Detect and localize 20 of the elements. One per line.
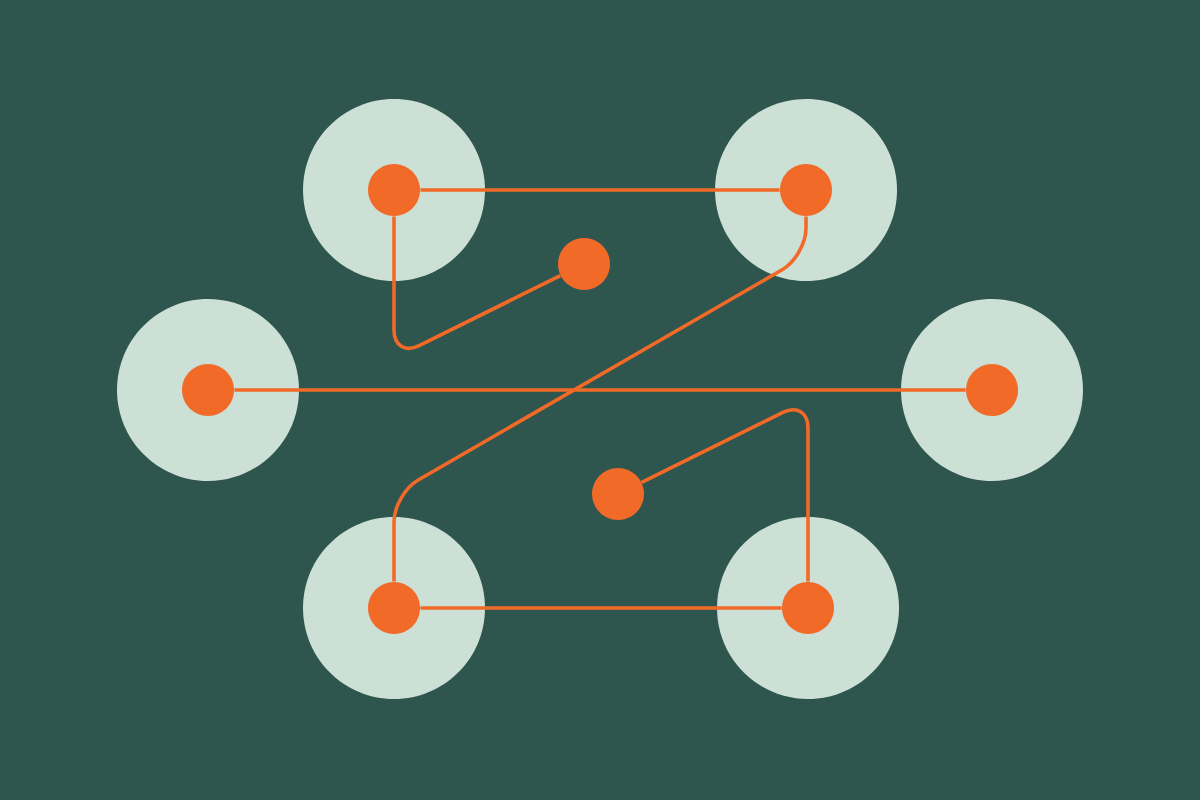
dot: [780, 164, 832, 216]
dot: [182, 364, 234, 416]
circle-disc: [303, 99, 485, 281]
connector-line: [392, 216, 808, 582]
circle-disc: [715, 99, 897, 281]
connector-line: [420, 188, 780, 192]
dot: [592, 468, 644, 520]
circle-disc: [117, 299, 299, 481]
connector-line: [234, 388, 966, 392]
connector-line: [420, 606, 782, 610]
circle-disc: [901, 299, 1083, 481]
connector-line: [392, 216, 562, 350]
dot: [558, 238, 610, 290]
circle-disc: [303, 517, 485, 699]
dot: [368, 164, 420, 216]
circle-disc: [717, 517, 899, 699]
connector-line: [640, 408, 810, 582]
dot: [368, 582, 420, 634]
dot: [782, 582, 834, 634]
dot: [966, 364, 1018, 416]
